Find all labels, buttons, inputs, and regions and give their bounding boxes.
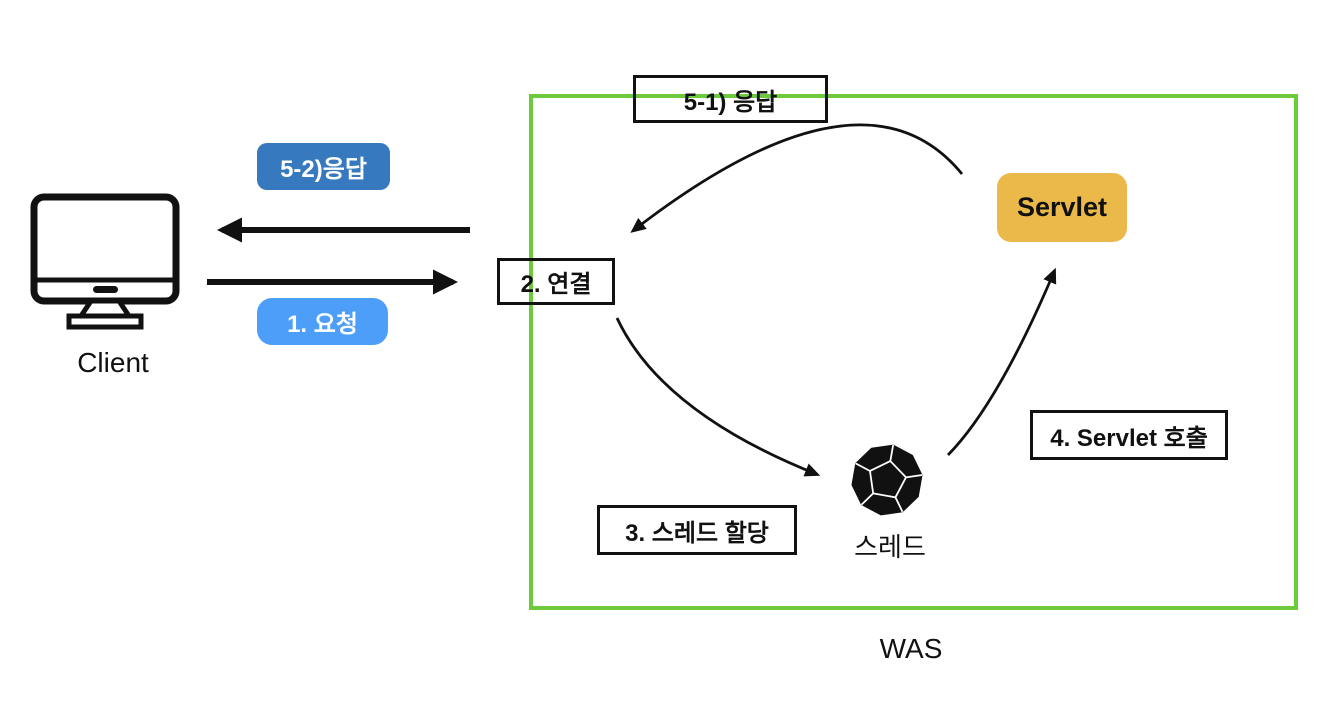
- response-inner-box: 5-1) 응답: [633, 75, 828, 123]
- was-label: WAS: [879, 633, 943, 664]
- servlet-call-box: 4. Servlet 호출: [1030, 410, 1228, 460]
- response-badge: 5-2)응답: [257, 143, 390, 190]
- request-badge: 1. 요청: [257, 298, 388, 345]
- thread-alloc-box: 3. 스레드 할당: [597, 505, 797, 555]
- connect-box: 2. 연결: [497, 258, 615, 305]
- thread-icon: [851, 444, 923, 516]
- was-container-box: [529, 94, 1298, 610]
- client-label: Client: [77, 347, 149, 378]
- thread-label: 스레드: [854, 532, 926, 562]
- client-monitor-icon: [30, 193, 180, 330]
- servlet-box: Servlet: [997, 173, 1127, 242]
